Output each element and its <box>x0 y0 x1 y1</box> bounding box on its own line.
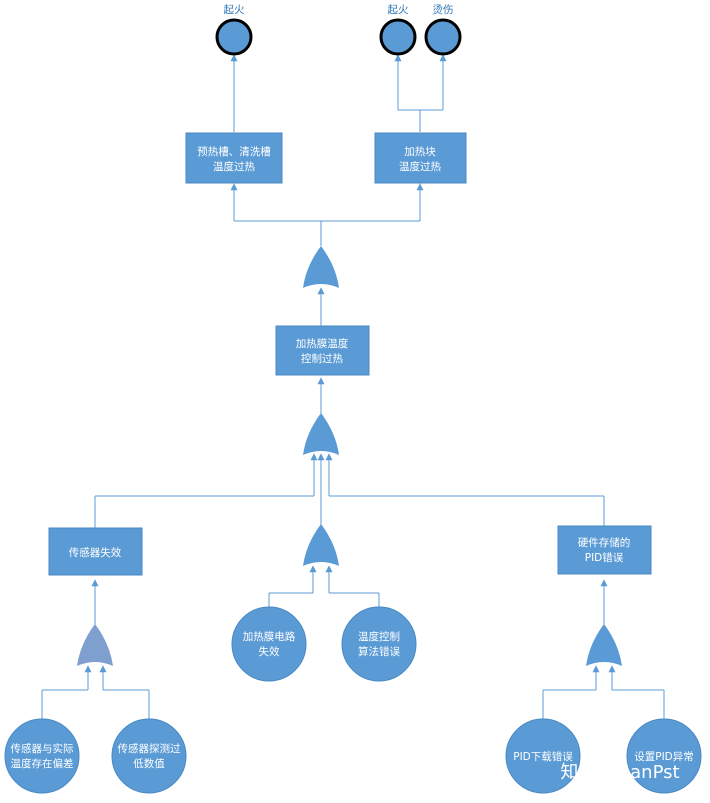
or-gate-center-lower <box>303 524 339 566</box>
basic-event-temp-algorithm-line2: 算法错误 <box>358 645 400 658</box>
top-event-burn-circle <box>424 18 462 56</box>
basic-event-sensor-deviation-line2: 温度存在偏差 <box>11 757 74 770</box>
or-gate-middle <box>303 413 339 455</box>
box-preheat-tank-line2: 温度过热 <box>213 160 255 173</box>
top-event-fire-1: 起火 <box>215 4 253 56</box>
box-heating-film-line1: 加热膜温度 <box>296 337 349 350</box>
basic-event-film-circuit: 加热膜电路 失效 <box>231 606 307 682</box>
basic-event-sensor-low-line1: 传感器探测过 <box>118 742 181 755</box>
top-event-fire-2-label: 起火 <box>388 4 409 16</box>
box-sensor-failure: 传感器失效 <box>48 527 143 576</box>
top-event-burn: 烫伤 <box>424 3 462 56</box>
box-hardware-pid-line2: PID错误 <box>585 551 624 564</box>
basic-event-sensor-low: 传感器探测过 低数值 <box>111 718 187 794</box>
box-heating-block: 加热块 温度过热 <box>374 132 467 184</box>
basic-event-temp-algorithm-line1: 温度控制 <box>358 630 400 643</box>
box-hardware-pid-line1: 硬件存储的 <box>578 536 631 549</box>
box-sensor-failure-line1: 传感器失效 <box>69 546 122 559</box>
box-hardware-pid: 硬件存储的 PID错误 <box>557 525 652 575</box>
box-heating-block-line2: 温度过热 <box>399 160 441 173</box>
top-event-burn-label: 烫伤 <box>433 3 454 16</box>
or-gate-top <box>303 246 339 288</box>
top-event-fire-2: 起火 <box>379 4 417 56</box>
top-event-fire-1-label: 起火 <box>224 4 245 16</box>
basic-event-film-circuit-line1: 加热膜电路 <box>243 630 296 643</box>
connectors <box>41 54 665 720</box>
basic-event-film-circuit-line2: 失效 <box>259 645 280 658</box>
box-heating-film-line2: 控制过热 <box>301 352 343 365</box>
box-heating-block-line1: 加热块 <box>404 145 436 158</box>
basic-event-sensor-deviation: 传感器与实际 温度存在偏差 <box>4 718 80 794</box>
basic-event-pid-setting: 设置PID异常 <box>626 718 702 794</box>
basic-event-temp-algorithm: 温度控制 算法错误 <box>341 606 417 682</box>
top-event-fire-1-circle <box>215 18 253 56</box>
or-gate-right <box>586 624 622 666</box>
basic-event-sensor-deviation-line1: 传感器与实际 <box>11 742 74 755</box>
box-heating-film-control: 加热膜温度 控制过热 <box>275 325 370 376</box>
box-preheat-tank: 预热槽、清洗槽 温度过热 <box>185 132 283 184</box>
basic-event-pid-download-line1: PID下载错误 <box>513 750 573 763</box>
top-event-fire-2-circle <box>379 18 417 56</box>
basic-event-sensor-low-line2: 低数值 <box>133 757 165 770</box>
basic-event-pid-download: PID下载错误 <box>505 718 581 794</box>
watermark-text: 知乎 @LanPst <box>560 762 679 783</box>
box-preheat-tank-line1: 预热槽、清洗槽 <box>197 145 271 158</box>
or-gate-left <box>77 624 113 666</box>
basic-event-pid-setting-line1: 设置PID异常 <box>634 750 694 763</box>
